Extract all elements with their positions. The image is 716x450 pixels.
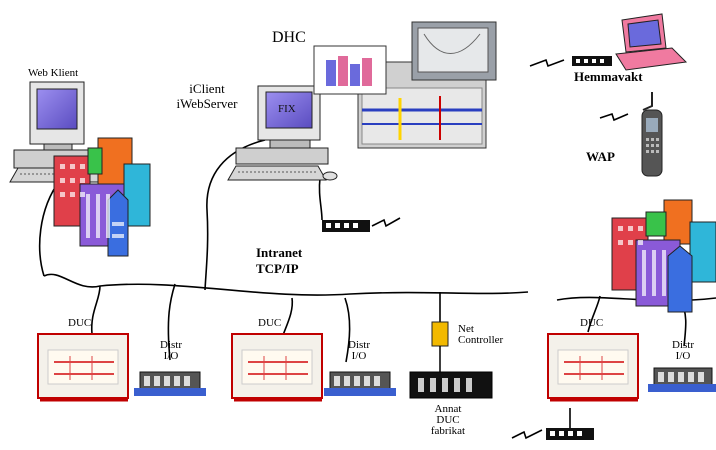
- duc-panel-2-icon: [231, 333, 323, 402]
- duc-3-label: DUC: [580, 317, 604, 329]
- annat-duc-line2: DUC: [436, 414, 460, 426]
- distr-io-2-line1: Distr: [348, 339, 370, 351]
- annat-modem-icon: [546, 428, 594, 440]
- net-controller-line2: Controller: [458, 334, 504, 346]
- wap-label: WAP: [586, 149, 615, 164]
- iclient-label-line2: iWebServer: [176, 96, 238, 111]
- io-module-3-icon: [648, 367, 716, 392]
- net-controller-icon: [431, 321, 449, 372]
- dhc-label: DHC: [272, 29, 306, 46]
- intranet-label-line1: Intranet: [256, 245, 303, 260]
- web-klient-label: Web Klient: [28, 67, 79, 79]
- wireless-icon: [371, 58, 629, 440]
- distr-io-1-line2: I/O: [163, 350, 179, 362]
- duc-1-label: DUC: [68, 317, 92, 329]
- distr-io-1-line1: Distr: [160, 339, 182, 351]
- distr-io-2-line2: I/O: [351, 350, 367, 362]
- net-controller-label: Net Controller: [458, 324, 503, 346]
- annat-duc-label: Annat DUC fabrikat: [420, 404, 476, 437]
- annat-duc-icon: [409, 371, 493, 399]
- distr-io-2-label: Distr I/O: [344, 340, 374, 362]
- distr-io-3-label: Distr I/O: [668, 340, 698, 362]
- buildings-left-icon: [53, 137, 151, 257]
- buildings-right-icon: [611, 199, 716, 313]
- annat-duc-line3: fabrikat: [430, 425, 466, 437]
- iclient-modem-icon: [322, 220, 370, 232]
- distr-io-3-line1: Distr: [672, 339, 694, 351]
- io-module-2-icon: [324, 371, 396, 396]
- net-controller-line1: Net: [458, 323, 474, 335]
- laptop-icon: [615, 13, 688, 71]
- intranet-label: Intranet TCP/IP: [256, 246, 302, 275]
- iclient-label-line1: iClient: [189, 81, 225, 96]
- fix-screen-label: FIX: [278, 103, 296, 115]
- iclient-label: iClient iWebServer: [166, 82, 248, 110]
- phone-icon: [641, 92, 663, 177]
- intranet-label-line2: TCP/IP: [256, 261, 299, 276]
- dhc-screens: [313, 21, 497, 149]
- annat-duc-line1: Annat: [434, 403, 462, 415]
- distr-io-1-label: Distr I/O: [156, 340, 186, 362]
- duc-panel-3-icon: [547, 333, 639, 402]
- hemmavakt-modem-icon: [572, 56, 612, 66]
- iclient-pc-icon: [227, 85, 338, 181]
- distr-io-3-line2: I/O: [675, 350, 691, 362]
- io-module-1-icon: [134, 371, 206, 396]
- duc-panel-1-icon: [37, 333, 129, 402]
- duc-2-label: DUC: [258, 317, 282, 329]
- hemmavakt-label: Hemmavakt: [574, 69, 643, 84]
